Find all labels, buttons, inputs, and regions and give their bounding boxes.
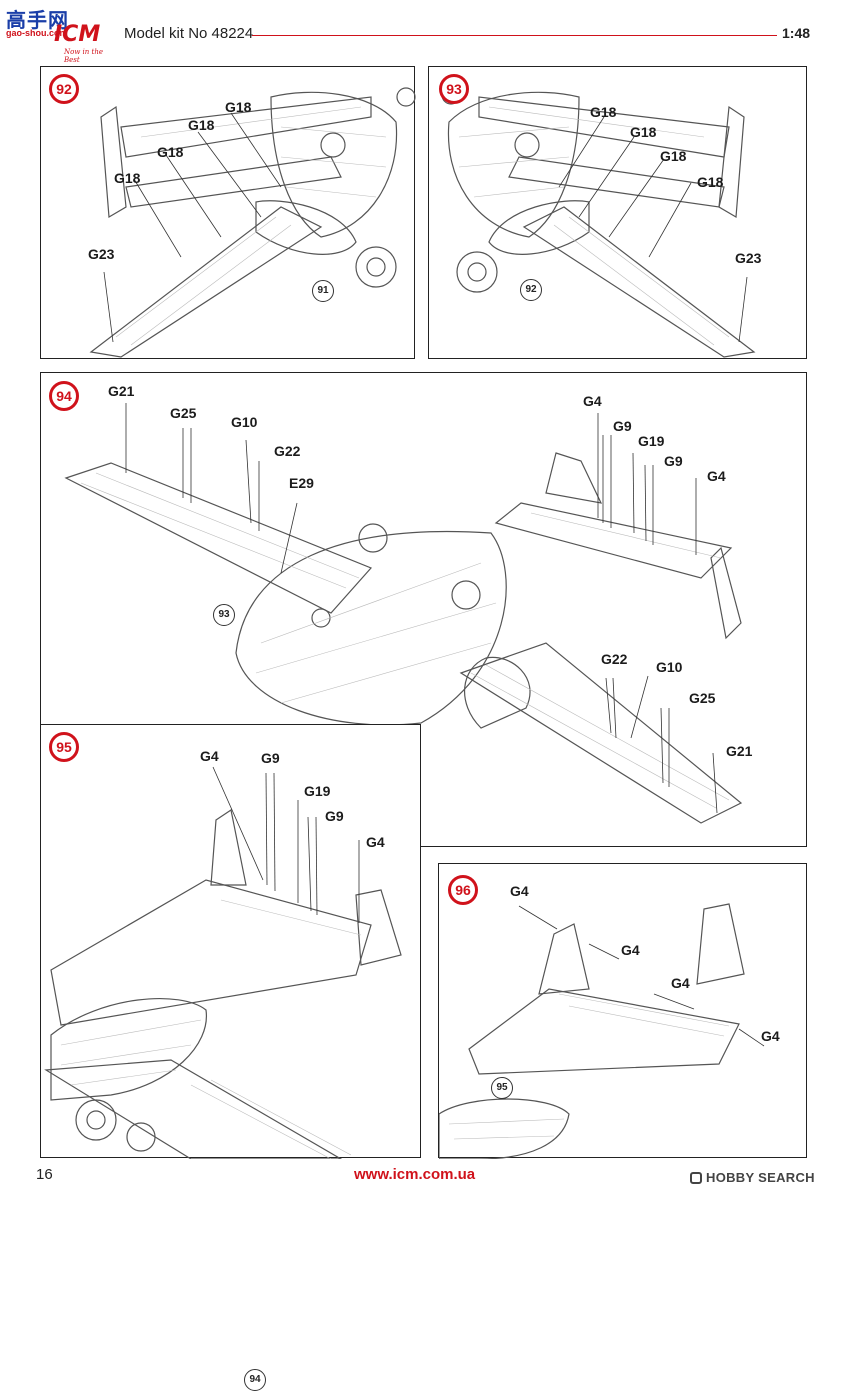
part-label: G4 <box>366 834 385 850</box>
page-header: 高手网 gao-shou.com ICM Now in the Best Mod… <box>0 0 849 64</box>
step-number-badge: 93 <box>439 74 469 104</box>
part-label: G4 <box>621 942 640 958</box>
part-label: G23 <box>88 246 115 262</box>
kit-scale: 1:48 <box>782 25 811 41</box>
part-label: G4 <box>510 883 529 899</box>
hobby-search-icon <box>690 1172 702 1184</box>
part-label: G4 <box>671 975 690 991</box>
step-number-badge: 95 <box>49 732 79 762</box>
part-label: G22 <box>601 651 628 667</box>
part-label: G21 <box>726 743 753 759</box>
logo-site-name: 高手网 <box>6 8 69 32</box>
part-label: G18 <box>590 104 617 120</box>
page-number: 16 <box>36 1166 53 1183</box>
part-label: G9 <box>613 418 632 434</box>
step-reference: 91 <box>312 280 334 302</box>
part-label: G18 <box>225 99 252 115</box>
step-number-badge: 92 <box>49 74 79 104</box>
step-panel-93: 93 G18 G18 G18 G18 G23 92 <box>428 66 807 359</box>
part-label: G19 <box>638 433 665 449</box>
part-label: G4 <box>707 468 726 484</box>
brand-logo: 高手网 gao-shou.com ICM Now in the Best <box>6 4 116 64</box>
step-number-badge: 94 <box>49 381 79 411</box>
assembly-drawing-95 <box>44 766 402 1159</box>
logo-icm: ICM <box>54 22 101 47</box>
part-label: G18 <box>660 148 687 164</box>
assembly-drawing-96 <box>439 903 765 1159</box>
part-label: G21 <box>108 383 135 399</box>
step-panel-94: 94 G21 G25 G10 G22 E29 G4 G9 G19 G9 G4 G… <box>40 372 807 847</box>
step-panel-96: 96 G4 G4 G4 G4 95 <box>438 863 807 1159</box>
part-label: G25 <box>689 690 716 706</box>
part-label: G4 <box>200 748 219 764</box>
watermark-text: HOBBY SEARCH <box>706 1170 815 1185</box>
part-label: G18 <box>114 170 141 186</box>
step-panel-92: 92 G18 G18 G18 G18 G23 91 <box>40 66 416 359</box>
logo-site-url: gao-shou.com <box>6 28 68 38</box>
step-reference: 94 <box>244 1369 266 1391</box>
part-label: G18 <box>630 124 657 140</box>
part-label: G22 <box>274 443 301 459</box>
step-number-badge: 96 <box>448 875 478 905</box>
part-label: G4 <box>761 1028 780 1044</box>
part-label: G9 <box>325 808 344 824</box>
step-reference: 95 <box>491 1077 513 1099</box>
step-reference: 93 <box>213 604 235 626</box>
header-divider <box>252 35 777 36</box>
assembly-drawing-93 <box>441 85 756 358</box>
hobby-search-watermark: HOBBY SEARCH <box>690 1170 815 1185</box>
part-label: E29 <box>289 475 314 491</box>
part-label: G10 <box>231 414 258 430</box>
footer-website-link[interactable]: www.icm.com.ua <box>354 1166 476 1183</box>
assembly-drawing-92 <box>89 87 416 358</box>
logo-tagline: Now in the Best <box>64 48 103 64</box>
part-label: G9 <box>261 750 280 766</box>
part-label: G23 <box>735 250 762 266</box>
part-label: G4 <box>583 393 602 409</box>
step-panel-95: 95 G4 G9 G19 G9 G4 94 <box>40 724 421 1391</box>
part-label: G18 <box>188 117 215 133</box>
part-label: G25 <box>170 405 197 421</box>
part-label: G10 <box>656 659 683 675</box>
part-label: G9 <box>664 453 683 469</box>
part-label: G18 <box>157 144 184 160</box>
step-reference: 92 <box>520 279 542 301</box>
assembly-drawing-94 <box>64 403 743 824</box>
part-label: G18 <box>697 174 724 190</box>
part-label: G19 <box>304 783 331 799</box>
kit-title: Model kit No 48224 <box>124 25 254 42</box>
